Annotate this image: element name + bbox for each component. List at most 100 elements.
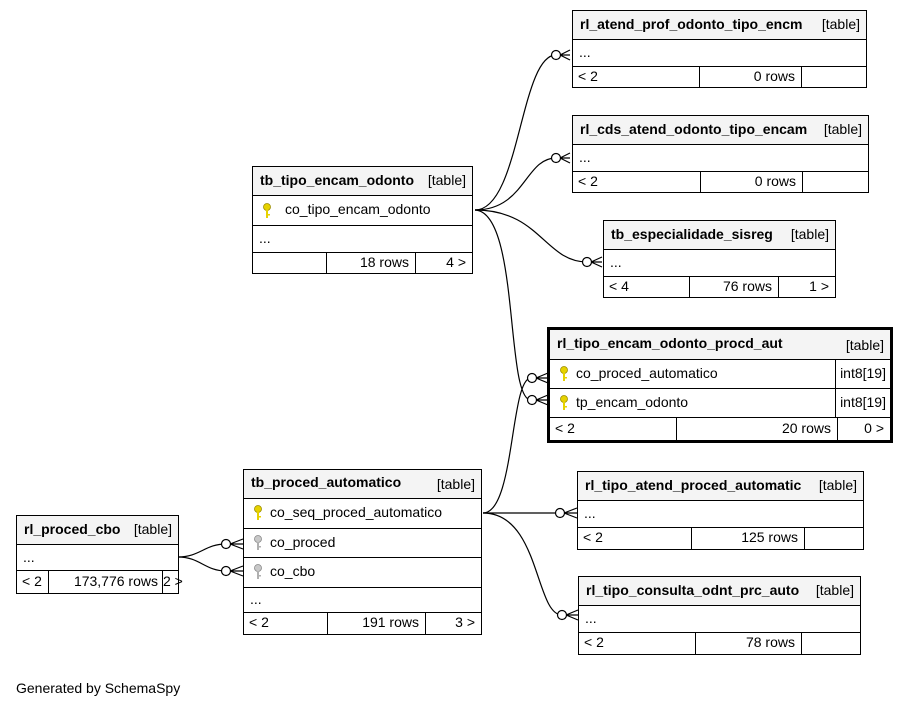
column-name[interactable]: co_cbo bbox=[270, 563, 316, 579]
column-type: int8[19] bbox=[840, 365, 886, 381]
foreign-key-icon bbox=[254, 535, 262, 550]
table-name[interactable]: tb_proced_automatico bbox=[251, 474, 402, 490]
more-columns: ... bbox=[259, 230, 271, 246]
column-name[interactable]: co_proced bbox=[270, 534, 336, 550]
children-count[interactable] bbox=[802, 172, 868, 192]
edge-cbo-to-co-cbo bbox=[177, 556, 227, 572]
crowfoot bbox=[565, 609, 579, 621]
children-count[interactable]: 4 > bbox=[415, 253, 472, 273]
row-count: 76 rows bbox=[689, 277, 778, 297]
children-count[interactable] bbox=[804, 528, 863, 549]
table-type: [table] bbox=[815, 582, 854, 598]
table-node[interactable]: rl_atend_prof_odonto_tipo_encm [table] ..… bbox=[572, 10, 867, 88]
optional-marker bbox=[556, 609, 568, 621]
optional-marker bbox=[554, 507, 566, 519]
row-count: 78 rows bbox=[695, 633, 801, 654]
more-columns: ... bbox=[23, 549, 35, 565]
table-name[interactable]: rl_tipo_consulta_odnt_prc_auto bbox=[586, 582, 800, 598]
column-divider bbox=[835, 360, 836, 388]
row-count: 0 rows bbox=[700, 172, 802, 192]
optional-marker bbox=[550, 49, 562, 61]
row-count: 0 rows bbox=[699, 67, 801, 87]
crowfoot bbox=[229, 538, 244, 550]
children-count[interactable] bbox=[801, 633, 860, 654]
table-node[interactable]: rl_tipo_atend_proced_automatic [table] ..… bbox=[577, 471, 864, 550]
optional-marker bbox=[220, 538, 232, 550]
children-count[interactable]: 2 > bbox=[162, 571, 183, 593]
children-count[interactable]: 0 > bbox=[837, 418, 890, 440]
table-node[interactable]: tb_proced_automatico [table] co_seq_proce… bbox=[243, 469, 482, 635]
table-type: [table] bbox=[790, 226, 829, 242]
edge-encam-to-cds-atend bbox=[474, 157, 557, 211]
parents-count[interactable]: < 2 bbox=[578, 173, 598, 189]
optional-marker bbox=[526, 394, 538, 406]
table-name[interactable]: rl_cds_atend_odonto_tipo_encam bbox=[580, 121, 808, 137]
more-columns: ... bbox=[610, 254, 622, 270]
edge-proced-to-procd-aut bbox=[482, 377, 532, 514]
parents-count[interactable]: < 2 bbox=[22, 573, 42, 589]
foreign-key-icon bbox=[254, 564, 262, 579]
row-count: 18 rows bbox=[326, 253, 415, 273]
more-columns: ... bbox=[250, 591, 262, 607]
table-node[interactable]: rl_cds_atend_odonto_tipo_encam[table] ..… bbox=[572, 115, 869, 193]
parents-count[interactable]: < 4 bbox=[609, 278, 629, 294]
table-name[interactable]: rl_tipo_encam_odonto_procd_aut bbox=[557, 335, 783, 351]
table-type: [table] bbox=[436, 476, 475, 492]
column-name[interactable]: co_proced_automatico bbox=[576, 365, 718, 381]
parents-count[interactable]: < 2 bbox=[584, 634, 604, 650]
table-type: [table] bbox=[818, 477, 857, 493]
table-type: [table] bbox=[133, 521, 172, 537]
row-count: 191 rows bbox=[327, 613, 425, 634]
table-type: [table] bbox=[821, 16, 860, 32]
crowfoot bbox=[590, 256, 603, 268]
row-count: 173,776 rows bbox=[48, 571, 162, 593]
table-type: [table] bbox=[823, 121, 862, 137]
more-columns: ... bbox=[584, 505, 596, 521]
crowfoot bbox=[559, 49, 571, 61]
parents-count[interactable] bbox=[253, 253, 326, 273]
children-count[interactable]: 1 > bbox=[778, 277, 835, 297]
edge-proced-to-consulta bbox=[482, 512, 563, 616]
optional-marker bbox=[220, 565, 232, 577]
more-columns: ... bbox=[585, 610, 597, 626]
row-count: 125 rows bbox=[691, 528, 804, 549]
table-name[interactable]: rl_proced_cbo bbox=[24, 521, 121, 537]
table-node[interactable]: rl_proced_cbo [table] ... < 2 173,776 row… bbox=[16, 515, 183, 594]
generated-by-credit[interactable]: Generated by SchemaSpy bbox=[16, 680, 181, 696]
column-name[interactable]: co_tipo_encam_odonto bbox=[285, 201, 431, 217]
children-count[interactable] bbox=[801, 67, 866, 87]
edge-cbo-to-proced bbox=[177, 543, 227, 558]
edge-encam-to-procd-aut bbox=[474, 209, 532, 401]
parents-count[interactable]: < 2 bbox=[555, 420, 575, 436]
optional-marker bbox=[581, 256, 593, 268]
table-node[interactable]: rl_tipo_consulta_odnt_prc_auto [table] ..… bbox=[578, 576, 861, 655]
primary-key-icon bbox=[254, 505, 262, 520]
crowfoot bbox=[559, 152, 571, 164]
primary-key-icon bbox=[560, 366, 568, 381]
table-type: [table] bbox=[845, 337, 884, 353]
children-count[interactable]: 3 > bbox=[425, 613, 481, 634]
crowfoot bbox=[535, 394, 549, 406]
edge-encam-to-atend-prof bbox=[474, 54, 557, 211]
column-name[interactable]: tp_encam_odonto bbox=[576, 394, 689, 410]
parents-count[interactable]: < 2 bbox=[578, 68, 598, 84]
column-type: int8[19] bbox=[840, 394, 886, 410]
parents-count[interactable]: < 2 bbox=[249, 614, 269, 630]
more-columns: ... bbox=[579, 44, 591, 60]
crowfoot bbox=[535, 372, 549, 384]
table-type: [table] bbox=[427, 172, 466, 188]
table-name[interactable]: tb_tipo_encam_odonto bbox=[260, 172, 415, 188]
primary-key-icon bbox=[263, 203, 271, 218]
focus-table-node[interactable]: rl_tipo_encam_odonto_procd_aut [table] co… bbox=[547, 327, 893, 443]
table-name[interactable]: tb_especialidade_sisreg bbox=[611, 226, 773, 242]
table-node[interactable]: tb_tipo_encam_odonto [table] co_tipo_enca… bbox=[252, 166, 473, 274]
optional-marker bbox=[526, 372, 538, 384]
optional-marker bbox=[550, 152, 562, 164]
parents-count[interactable]: < 2 bbox=[583, 529, 603, 545]
column-divider bbox=[835, 389, 836, 417]
table-node[interactable]: tb_especialidade_sisreg [table] ... < 4 7… bbox=[603, 220, 836, 298]
column-name[interactable]: co_seq_proced_automatico bbox=[270, 504, 443, 520]
table-name[interactable]: rl_tipo_atend_proced_automatic bbox=[585, 477, 802, 493]
table-name[interactable]: rl_atend_prof_odonto_tipo_encm bbox=[580, 16, 803, 32]
